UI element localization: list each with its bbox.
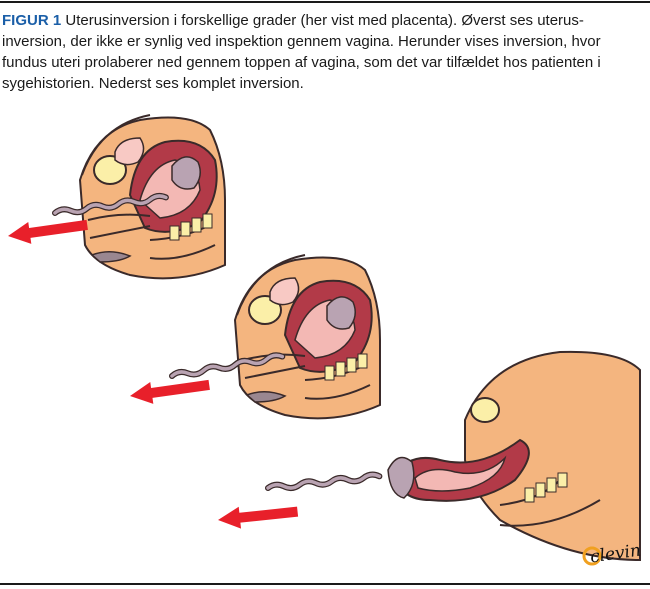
top-rule <box>0 1 650 3</box>
figure-caption: FIGUR 1 Uterusinversion i forskellige gr… <box>2 10 642 94</box>
artist-signature-logo: clevin <box>582 538 648 572</box>
pull-arrow-1 <box>6 213 89 247</box>
figure-caption-text: Uterusinversion i forskellige grader (he… <box>2 12 601 92</box>
inversion-stage-3 <box>216 350 641 562</box>
figure-label: FIGUR 1 <box>2 12 62 29</box>
pull-arrow-3 <box>216 500 299 531</box>
bottom-rule <box>0 583 650 585</box>
inversion-stage-2 <box>128 254 381 420</box>
inversion-stage-1 <box>6 114 226 280</box>
pull-arrow-2 <box>128 373 211 407</box>
